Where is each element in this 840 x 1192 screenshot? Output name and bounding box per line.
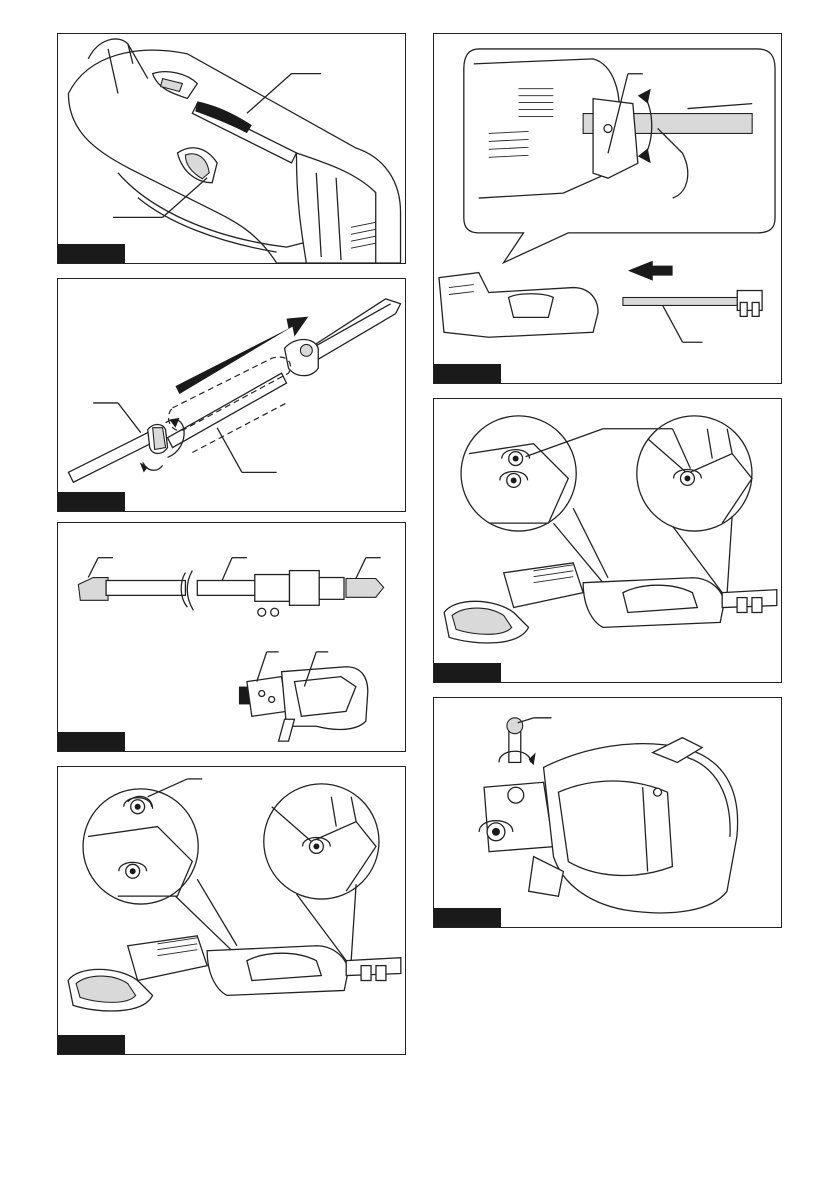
figure-4-illustration xyxy=(58,767,405,1054)
figure-number-tab xyxy=(433,908,501,928)
figure-number-tab xyxy=(57,732,125,752)
figure-number-tab xyxy=(57,1035,125,1055)
figure-number-tab xyxy=(57,492,125,512)
figure-number-tab xyxy=(433,364,501,384)
figure-number-tab xyxy=(433,663,501,683)
figure-1-panel xyxy=(57,33,406,264)
figure-6-illustration xyxy=(434,399,781,682)
figure-3-illustration xyxy=(58,523,405,751)
figure-2-illustration xyxy=(58,279,405,511)
figure-7-illustration xyxy=(434,698,781,927)
figure-number-tab xyxy=(57,244,125,264)
figure-5-panel xyxy=(433,33,782,384)
figure-3-panel xyxy=(57,522,406,752)
figure-4-panel xyxy=(57,766,406,1055)
figure-6-panel xyxy=(433,398,782,683)
figure-7-panel xyxy=(433,697,782,928)
figure-5-illustration xyxy=(434,34,781,383)
figure-2-panel xyxy=(57,278,406,512)
figure-1-illustration xyxy=(58,34,405,263)
